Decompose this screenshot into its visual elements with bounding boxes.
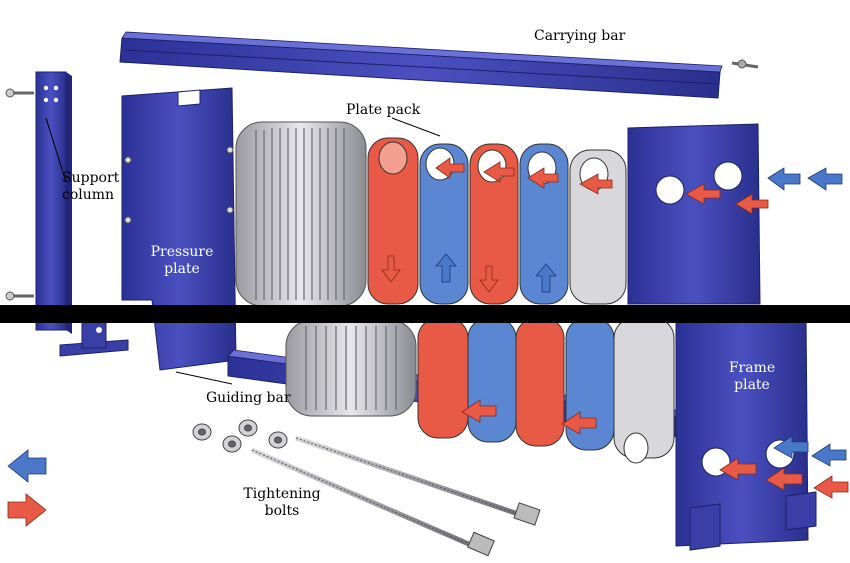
- hot-flow-arrow-icon: [381, 157, 849, 499]
- heat-transfer-plate-hot-1: [367, 137, 469, 439]
- pressure-plate-label-line1: Pressure: [150, 244, 214, 260]
- frame-plate-label: Frame plate: [724, 360, 780, 394]
- carrying-bar-label: Carrying bar: [534, 28, 626, 44]
- frame-plate-label-line2: plate: [734, 377, 770, 393]
- legend-cold-flow-arrow-icon: [7, 449, 47, 483]
- legend-hot-flow-arrow-icon: [7, 493, 47, 527]
- tightening-bolts-label-line2: bolts: [264, 503, 300, 519]
- frame-plate: [627, 123, 817, 551]
- column-screw-icon: [5, 88, 34, 301]
- pressure-plate: [121, 87, 237, 371]
- heat-transfer-plate-hot-2: [469, 143, 565, 447]
- carrying-bar-screw-icon: [731, 59, 759, 69]
- guiding-bar-leader: [175, 371, 233, 385]
- support-column-label: Support column: [62, 170, 119, 204]
- support-column-label-line1: Support: [62, 170, 120, 186]
- tightening-bolt: [251, 447, 495, 557]
- carrying-bar: [119, 31, 723, 99]
- tightening-bolt: [295, 435, 541, 526]
- cold-flow-arrow-icon: [435, 167, 847, 467]
- nut-icon: [192, 419, 288, 453]
- tightening-bolts-label-line1: Tightening: [243, 486, 321, 502]
- frame-plate-label-line1: Frame: [728, 360, 776, 376]
- pressure-plate-label-line2: plate: [164, 261, 200, 277]
- pressure-plate-label: Pressure plate: [150, 244, 214, 278]
- tightening-bolts-label: Tightening bolts: [232, 486, 332, 520]
- support-column-label-line2: column: [62, 187, 115, 203]
- plate-pack-label: Plate pack: [346, 102, 421, 118]
- guiding-bar-label: Guiding bar: [206, 390, 291, 406]
- support-column-leader: [45, 117, 67, 183]
- plate-pack: [235, 117, 441, 417]
- redaction-bar: [0, 305, 850, 323]
